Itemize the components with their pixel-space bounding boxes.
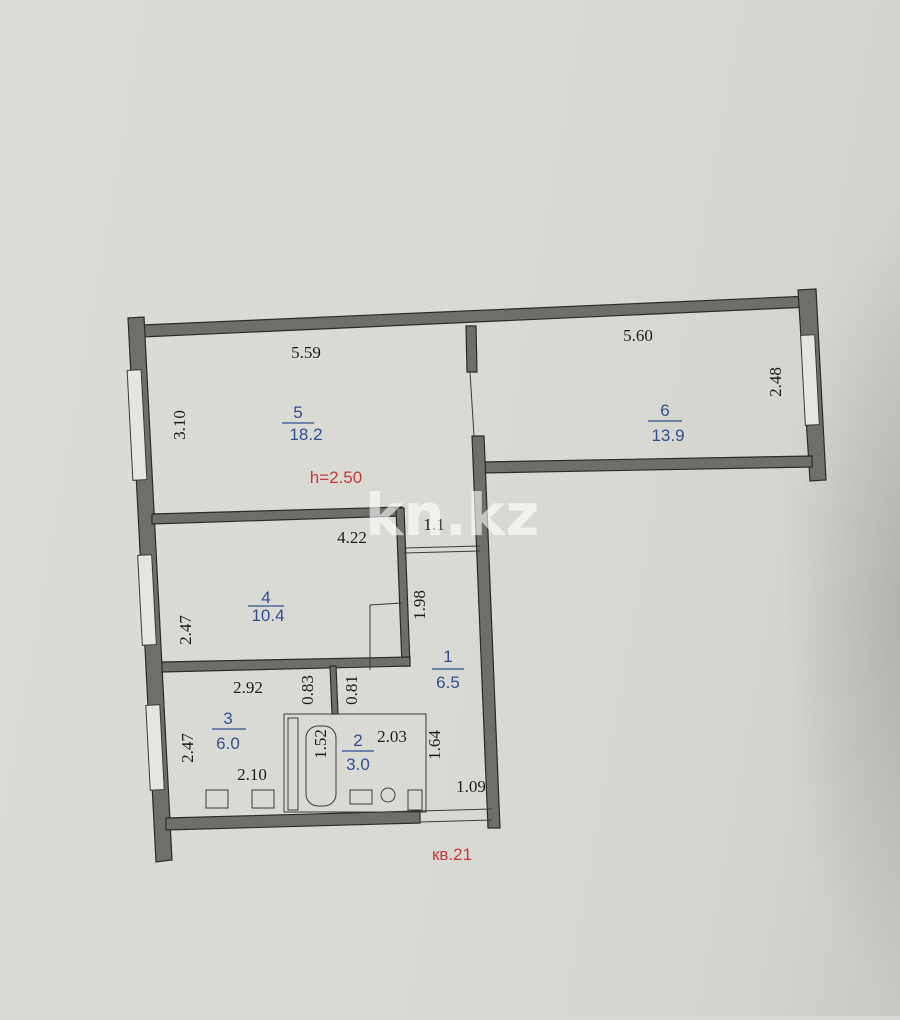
door-room1-top: [403, 545, 481, 549]
room-number: 4: [261, 588, 270, 607]
partition-5-6-upper: [465, 325, 478, 373]
window-room5: [126, 369, 148, 481]
dim-room2-depth: 1.64: [425, 730, 444, 760]
dim-room2-width: 2.03: [377, 727, 407, 746]
room-area: 10.4: [251, 606, 284, 625]
dim-1-52: 1.52: [311, 729, 330, 759]
room-3-label: 3 6.0: [212, 709, 246, 753]
kitchen-sink-icon: [251, 789, 275, 809]
dim-room4-width: 4.22: [337, 528, 367, 547]
dim-room5-width: 5.59: [291, 343, 321, 362]
sink-icon: [349, 789, 373, 805]
bathroom-tile-left: [287, 717, 299, 811]
room-area: 6.0: [216, 734, 240, 753]
toilet-icon: [380, 787, 396, 803]
door-5-6: [469, 371, 475, 437]
room-4-label: 4 10.4: [248, 588, 285, 625]
room-5-label: 5 18.2: [282, 403, 323, 444]
stove-icon: [205, 789, 229, 809]
bathtub-icon: [305, 725, 337, 807]
door-lines: [369, 371, 493, 823]
wall-4-3: [161, 656, 411, 673]
ceiling-height-label: h=2.50: [310, 468, 362, 487]
corridor-right-wall: [471, 435, 501, 829]
wall-3-2: [329, 665, 339, 715]
dim-1-09: 1.09: [456, 777, 486, 796]
room-6-label: 6 13.9: [648, 401, 685, 445]
watermark: kn.kz: [365, 481, 539, 549]
room-area: 6.5: [436, 673, 460, 692]
bathroom: [205, 713, 427, 813]
apartment-label: кв.21: [432, 845, 472, 864]
bathroom-tile-right: [407, 789, 423, 811]
dim-0-83: 0.83: [298, 675, 317, 705]
window-room4: [137, 554, 157, 646]
bathroom-outline: [283, 713, 427, 813]
room-area: 18.2: [289, 425, 322, 444]
photo-shadow: [780, 200, 900, 1020]
dim-2-10: 2.10: [237, 765, 267, 784]
room-number: 6: [660, 401, 669, 420]
room-number: 2: [353, 731, 362, 750]
dim-room5-depth: 3.10: [170, 410, 189, 440]
room-area: 13.9: [651, 426, 684, 445]
room-number: 5: [293, 403, 302, 422]
window-room6: [800, 334, 820, 426]
door-room1-top-2: [403, 550, 481, 554]
dim-0-81: 0.81: [342, 675, 361, 705]
dim-room1-width: 1.1: [423, 515, 444, 534]
bottom-wall: [165, 810, 421, 831]
room-area: 3.0: [346, 755, 370, 774]
closet-room4: [369, 602, 403, 670]
window-room3: [145, 704, 165, 791]
dim-room6-depth: 2.48: [766, 367, 785, 397]
dim-room3-depth: 2.47: [178, 733, 197, 763]
dim-room4-depth: 2.47: [176, 615, 195, 645]
room6-bottom-wall: [479, 455, 813, 474]
entrance-door: [419, 808, 493, 812]
dim-room1-depth: 1.98: [410, 590, 429, 620]
entrance-door-2: [419, 819, 493, 823]
room-1-label: 1 6.5: [432, 647, 464, 692]
dim-room3-width: 2.92: [233, 678, 263, 697]
room-number: 3: [223, 709, 232, 728]
room-2-label: 2 3.0: [342, 731, 374, 774]
room-number: 1: [443, 647, 452, 666]
windows: [126, 334, 820, 791]
dim-room6-width: 5.60: [623, 326, 653, 345]
